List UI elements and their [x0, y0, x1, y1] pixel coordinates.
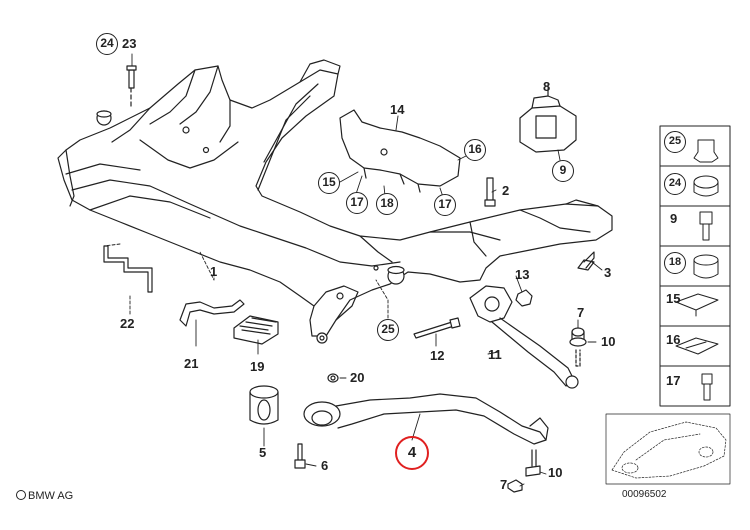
callout-7b: 7 — [500, 477, 508, 492]
callout-6: 6 — [321, 458, 329, 473]
legend-item-18: 18 — [664, 252, 686, 274]
nut-13 — [515, 289, 533, 307]
bushing-5 — [249, 385, 279, 425]
bmw-roundel-icon — [16, 490, 26, 500]
callout-20: 20 — [350, 370, 365, 385]
callout-21: 21 — [184, 356, 199, 371]
bolt-3 — [577, 251, 595, 271]
callout-4-highlighted[interactable]: 4 — [395, 436, 429, 470]
nut-7-upper — [569, 327, 587, 367]
bolt-2 — [484, 177, 496, 207]
callout-17a: 17 — [346, 192, 368, 214]
legend-item-24: 24 — [664, 173, 686, 195]
callout-13: 13 — [515, 267, 530, 282]
callout-23: 23 — [122, 36, 137, 51]
brand-text: BMW AG — [28, 490, 74, 502]
callout-22: 22 — [120, 316, 135, 331]
callout-7a: 7 — [577, 305, 585, 320]
callout-17b: 17 — [434, 194, 456, 216]
callout-8: 8 — [543, 79, 551, 94]
callout-5: 5 — [259, 445, 267, 460]
callout-10a: 10 — [601, 334, 616, 349]
car-thumbnail — [605, 413, 731, 485]
front-axle-subframe — [57, 59, 613, 344]
callout-19: 19 — [250, 359, 265, 374]
bracket-21 — [179, 299, 245, 327]
callout-9: 9 — [552, 160, 574, 182]
legend-item-9: 9 — [670, 211, 678, 226]
legend-item-16: 16 — [666, 332, 681, 347]
legend-panel — [659, 125, 731, 407]
callout-15: 15 — [318, 172, 340, 194]
callout-25: 25 — [377, 319, 399, 341]
callout-1: 1 — [210, 264, 218, 279]
mount-8 — [519, 89, 577, 153]
nut-20 — [327, 373, 339, 383]
bolt-6 — [294, 443, 306, 469]
callout-3: 3 — [604, 265, 612, 280]
legend-item-17: 17 — [666, 373, 681, 388]
legend-item-15: 15 — [666, 291, 681, 306]
callout-10b: 10 — [548, 465, 563, 480]
bolt-12 — [413, 317, 461, 339]
tension-strut-11 — [469, 285, 579, 389]
callout-11: 11 — [488, 347, 502, 362]
drawing-number: 00096502 — [622, 489, 667, 500]
callout-12: 12 — [430, 348, 445, 363]
bracket-22 — [103, 245, 153, 293]
brand-logo: BMW AG — [16, 490, 73, 502]
callout-24: 24 — [96, 33, 118, 55]
callout-16: 16 — [464, 139, 486, 161]
callout-2: 2 — [502, 183, 510, 198]
legend-item-25: 25 — [664, 131, 686, 153]
leader-lines — [103, 53, 603, 487]
bracket-14 — [339, 109, 461, 193]
callout-14: 14 — [390, 102, 405, 117]
pad-19 — [233, 315, 279, 345]
nut-7-lower — [507, 465, 541, 493]
control-arm-4 — [303, 393, 549, 467]
callout-18: 18 — [376, 193, 398, 215]
bolt-23 — [126, 65, 137, 109]
